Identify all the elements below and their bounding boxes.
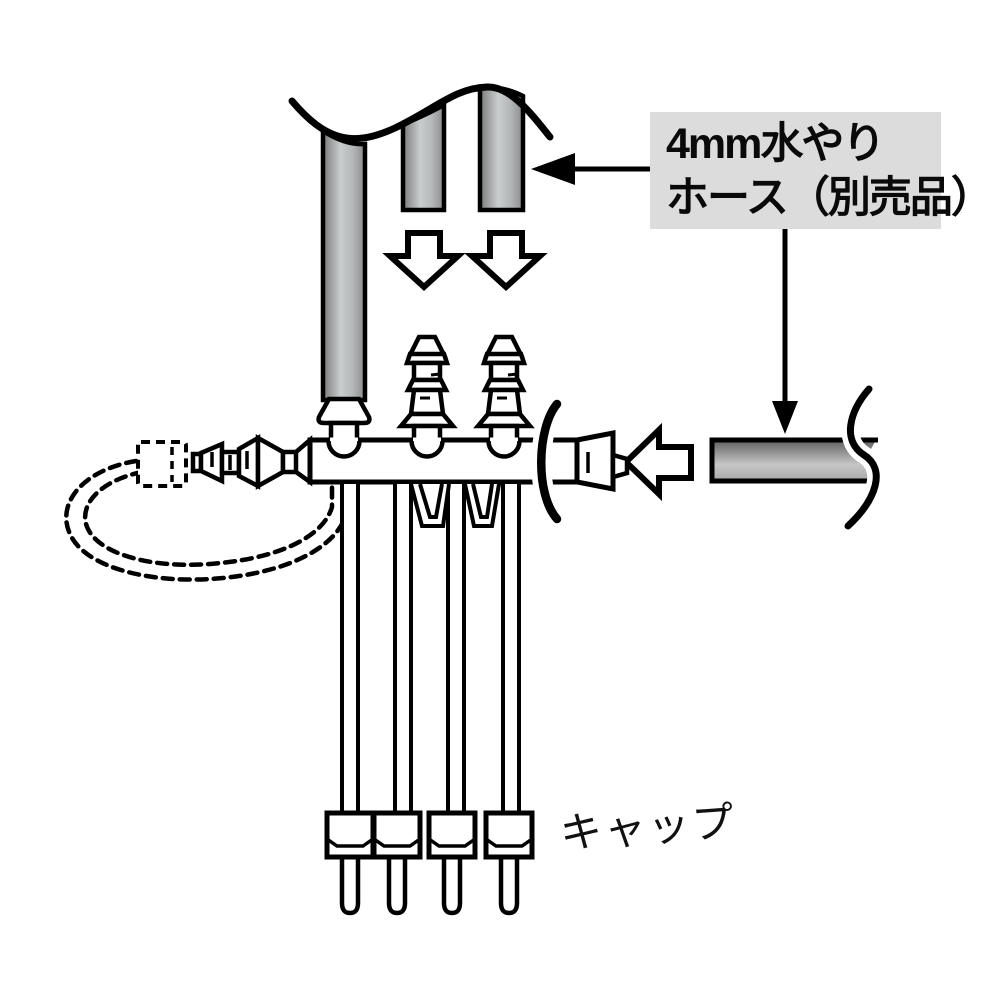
break-wave-line xyxy=(288,83,554,143)
hose-label-line2: ホース（別売品） xyxy=(666,174,994,222)
hose-segment-left xyxy=(320,126,368,403)
barb-shaft xyxy=(488,360,520,383)
barb-tick xyxy=(430,372,441,377)
barb-shaft xyxy=(411,360,443,383)
barb-tick xyxy=(507,372,518,377)
bottom-caps xyxy=(324,810,535,916)
drain-cap-outline xyxy=(136,440,188,488)
cap-body xyxy=(371,810,423,860)
cap-seam xyxy=(372,837,422,848)
drip-tube xyxy=(501,480,521,816)
barb-skirt xyxy=(316,396,372,426)
supply-hose-body xyxy=(712,440,876,481)
barb-back-cone xyxy=(255,434,286,490)
barb-ring xyxy=(481,377,527,393)
cap-label: キャップ xyxy=(558,797,738,858)
cap-stub xyxy=(386,854,408,916)
hose-segment-right xyxy=(477,85,526,213)
cap-tether-inner xyxy=(82,469,335,568)
barb-skirt xyxy=(473,411,535,429)
supply-hose-break-line xyxy=(844,385,880,530)
cap-stub xyxy=(441,854,463,916)
barb-port xyxy=(409,440,445,459)
barb-port xyxy=(486,440,522,459)
barb-ring xyxy=(404,377,450,393)
cap-stub xyxy=(498,854,520,916)
drip-tube xyxy=(393,480,413,816)
hose-label-line1: 4mm水やり xyxy=(666,120,885,168)
top-barb-connected xyxy=(316,396,372,459)
barb-lower-cone xyxy=(408,387,446,417)
down-arrow-icon xyxy=(382,230,466,292)
supply-hose-outline xyxy=(709,437,878,484)
cap-tether-outer xyxy=(64,458,350,582)
insert-direction-arrows xyxy=(382,230,548,292)
manifold-outlet-tip xyxy=(610,452,630,480)
hanger-inner xyxy=(471,483,494,519)
left-arrow-icon xyxy=(621,422,694,502)
drip-tube xyxy=(340,480,360,816)
cap-seam xyxy=(484,837,534,848)
drip-tubes xyxy=(340,480,521,816)
cap-body xyxy=(483,810,535,860)
cap-body xyxy=(426,810,478,860)
manifold-hangers xyxy=(409,483,501,528)
leader-arrow-head-icon xyxy=(531,153,575,185)
top-barbs-exposed xyxy=(396,334,535,459)
connect-direction-arrow xyxy=(621,422,694,502)
break-arc-line xyxy=(537,399,562,524)
top-hoses xyxy=(288,83,554,403)
left-barb-fitting xyxy=(190,434,300,490)
down-arrow-icon xyxy=(464,230,548,292)
leader-arrow-head-icon xyxy=(772,401,798,434)
hanger-inner xyxy=(418,483,444,519)
drain-cap-assembly xyxy=(64,440,350,582)
supply-hose xyxy=(709,380,886,535)
hose-label: 4mm水やり ホース（別売品） xyxy=(650,112,994,229)
drip-tube xyxy=(446,480,466,816)
manifold-outlet-cone xyxy=(574,429,616,493)
hose-leader-arrow xyxy=(531,153,652,185)
barb-lower-cone xyxy=(485,387,523,417)
barb-port xyxy=(326,440,362,459)
barb-skirt xyxy=(396,411,458,429)
cap-seam xyxy=(325,837,375,848)
manifold-break-arc xyxy=(531,394,567,529)
cap-seam xyxy=(427,837,477,848)
cap-body xyxy=(324,810,376,860)
cap-stub xyxy=(339,854,361,916)
supply-leader-arrow xyxy=(772,229,798,434)
